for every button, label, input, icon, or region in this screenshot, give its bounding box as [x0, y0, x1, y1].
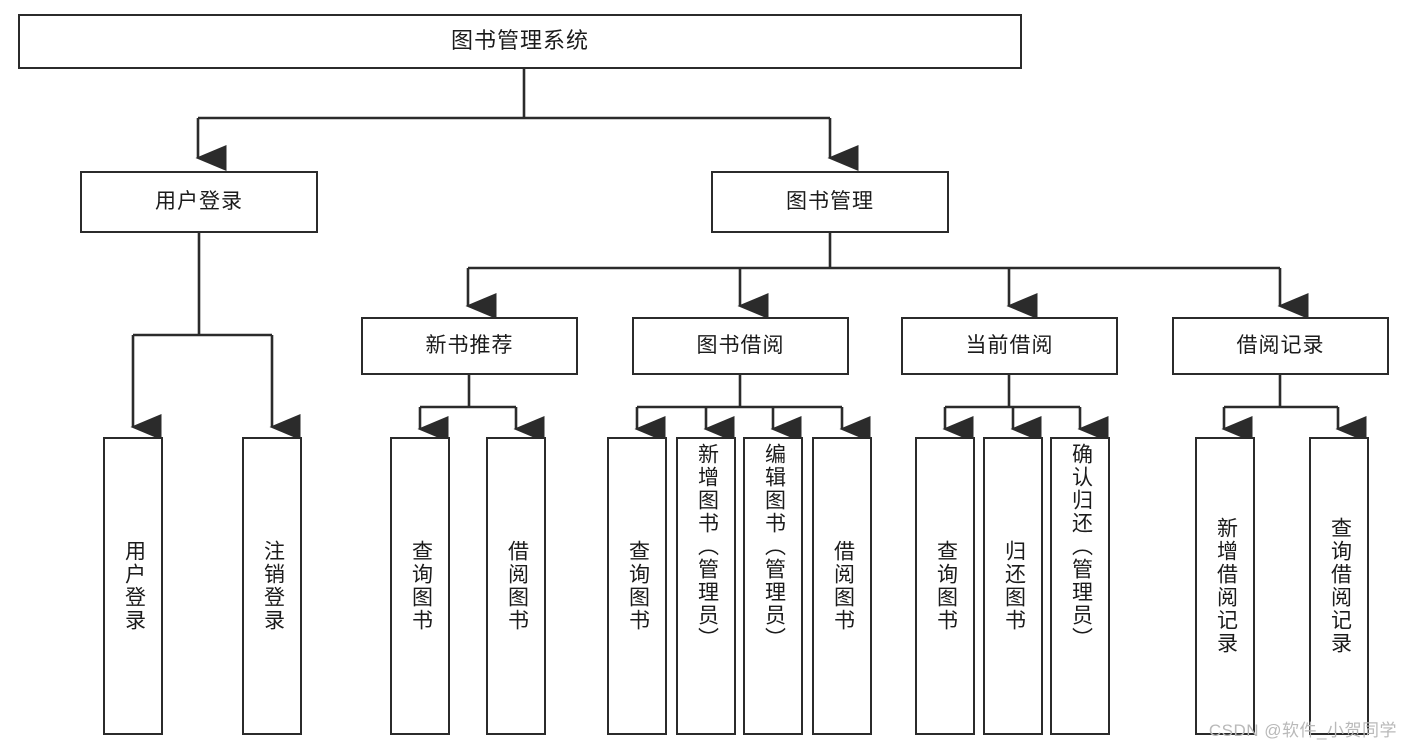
leaf-borrow-record-add[interactable]: 新增借阅记录	[1195, 437, 1255, 735]
node-borrow-record-label: 借阅记录	[1236, 334, 1325, 358]
leaf-borrow-record-query[interactable]: 查询借阅记录	[1309, 437, 1369, 735]
leaf-book-borrow-query[interactable]: 查询图书	[607, 437, 667, 735]
leaf-current-borrow-return[interactable]: 归还图书	[983, 437, 1043, 735]
csdn-watermark: CSDN @软件_小贺同学	[1208, 721, 1397, 740]
node-current-borrow-label: 当前借阅	[965, 334, 1054, 358]
node-user-login[interactable]: 用户登录	[80, 171, 318, 233]
node-book-borrow[interactable]: 图书借阅	[632, 317, 849, 375]
leaf-new-book-query-label: 查询图书	[409, 540, 433, 632]
node-new-book-recommend-label: 新书推荐	[425, 334, 514, 358]
node-borrow-record[interactable]: 借阅记录	[1172, 317, 1389, 375]
node-book-borrow-label: 图书借阅	[696, 334, 785, 358]
leaf-book-borrow-edit-label: 编辑图书（管理员）	[762, 443, 786, 650]
leaf-new-book-query[interactable]: 查询图书	[390, 437, 450, 735]
leaf-inner: 查询图书	[392, 439, 448, 733]
node-new-book-recommend[interactable]: 新书推荐	[361, 317, 578, 375]
leaf-inner: 查询图书	[917, 439, 973, 733]
leaf-book-borrow-borrow[interactable]: 借阅图书	[812, 437, 872, 735]
leaf-inner: 用户登录	[105, 439, 161, 733]
leaf-inner: 归还图书	[985, 439, 1041, 733]
leaf-user-login-logout[interactable]: 注销登录	[242, 437, 302, 735]
leaf-book-borrow-add-label: 新增图书（管理员）	[695, 443, 719, 650]
leaf-borrow-record-query-label: 查询借阅记录	[1328, 517, 1352, 655]
node-book-management-label: 图书管理	[786, 190, 874, 214]
leaf-inner: 查询图书	[609, 439, 665, 733]
leaf-current-borrow-confirm[interactable]: 确认归还（管理员）	[1050, 437, 1110, 735]
leaf-book-borrow-borrow-label: 借阅图书	[831, 540, 855, 632]
leaf-book-borrow-add[interactable]: 新增图书（管理员）	[676, 437, 736, 735]
leaf-inner: 查询借阅记录	[1311, 439, 1367, 733]
leaf-user-login-logout-label: 注销登录	[261, 540, 285, 632]
node-user-login-label: 用户登录	[155, 190, 243, 214]
leaf-current-borrow-return-label: 归还图书	[1002, 540, 1026, 632]
leaf-new-book-borrow-label: 借阅图书	[505, 540, 529, 632]
leaf-current-borrow-confirm-label: 确认归还（管理员）	[1069, 443, 1093, 650]
leaf-borrow-record-add-label: 新增借阅记录	[1214, 517, 1238, 655]
leaf-book-borrow-edit[interactable]: 编辑图书（管理员）	[743, 437, 803, 735]
node-root-book-management-system[interactable]: 图书管理系统	[18, 14, 1022, 69]
leaf-user-login-login[interactable]: 用户登录	[103, 437, 163, 735]
leaf-current-borrow-query-label: 查询图书	[934, 540, 958, 632]
node-book-management[interactable]: 图书管理	[711, 171, 949, 233]
node-root-label: 图书管理系统	[450, 28, 589, 54]
leaf-inner: 新增借阅记录	[1197, 439, 1253, 733]
leaf-inner: 新增图书（管理员）	[678, 439, 734, 737]
leaf-inner: 注销登录	[244, 439, 300, 733]
leaf-inner: 确认归还（管理员）	[1052, 439, 1108, 737]
leaf-inner: 借阅图书	[814, 439, 870, 733]
leaf-new-book-borrow[interactable]: 借阅图书	[486, 437, 546, 735]
leaf-inner: 编辑图书（管理员）	[745, 439, 801, 737]
leaf-user-login-login-label: 用户登录	[122, 540, 146, 632]
node-current-borrow[interactable]: 当前借阅	[901, 317, 1118, 375]
leaf-book-borrow-query-label: 查询图书	[626, 540, 650, 632]
leaf-inner: 借阅图书	[488, 439, 544, 733]
leaf-current-borrow-query[interactable]: 查询图书	[915, 437, 975, 735]
